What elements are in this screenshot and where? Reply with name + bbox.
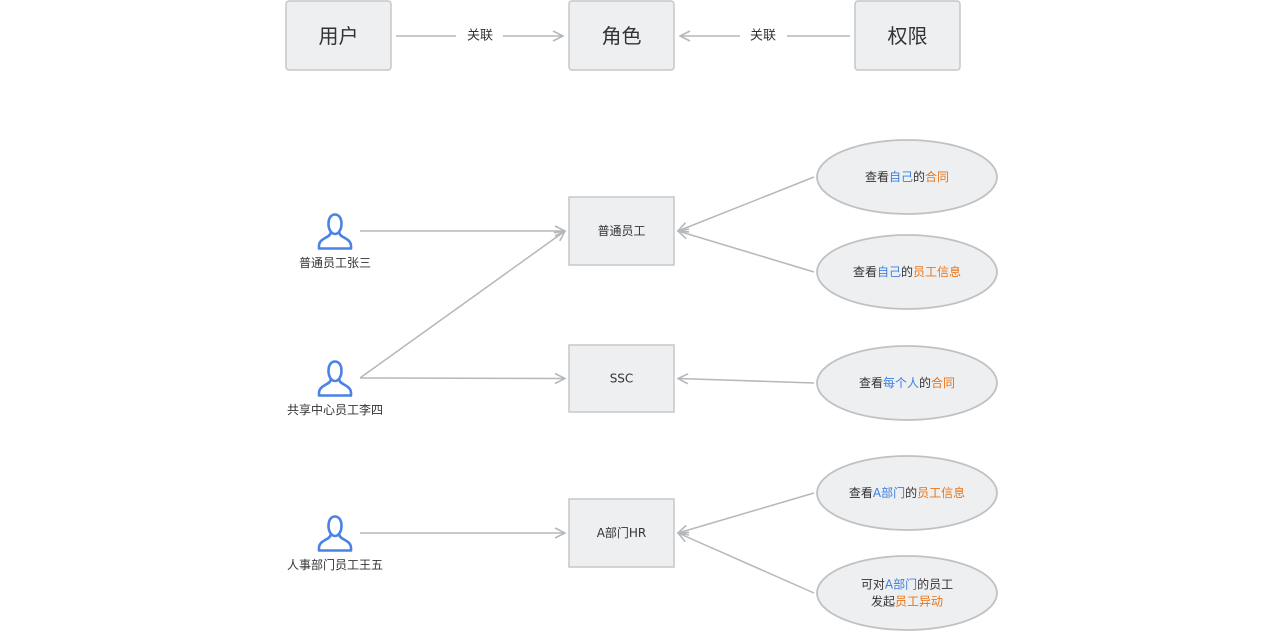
role-box: [568, 344, 675, 413]
permission-label-line: 发起员工异动: [871, 594, 943, 609]
permission-node-p3: 查看每个人的合同: [816, 345, 998, 421]
user-node-lisi: 共享中心员工李四: [287, 360, 383, 417]
permission-ellipse: [816, 139, 998, 215]
permission-label-segment: 的: [919, 375, 931, 390]
user-label: 人事部门员工王五: [287, 557, 383, 572]
permission-ellipse: [816, 234, 998, 310]
legend-role-label: 角色: [602, 24, 642, 48]
link-p2-to-normal: [678, 231, 815, 273]
permission-label-segment: A部门: [873, 485, 905, 500]
permission-node-p4: 查看A部门的员工信息: [816, 455, 998, 531]
roles-layer: 普通员工 SSC A部门HR: [568, 196, 675, 568]
role-label: SSC: [610, 372, 634, 386]
legend-user-node: 用户: [285, 0, 392, 71]
permission-label-segment: 的: [913, 169, 925, 184]
role-node-ssc: SSC: [568, 344, 675, 413]
user-node-wangwu: 人事部门员工王五: [287, 515, 383, 572]
permission-label-segment: 自己: [889, 170, 913, 184]
permission-label-line: 查看每个人的合同: [859, 375, 955, 390]
permission-label-segment: A部门: [885, 577, 917, 592]
legend-user-label: 用户: [319, 24, 359, 48]
permission-label-segment: 员工异动: [895, 595, 943, 609]
legend-permission-node: 权限: [854, 0, 961, 71]
permission-label-segment: 合同: [925, 169, 949, 184]
permission-label-segment: 的: [905, 485, 917, 500]
permission-label-segment: 自己: [877, 265, 901, 279]
link-lisi-to-normal: [359, 231, 565, 379]
permission-label-segment: 每个人: [883, 375, 919, 390]
permission-label-segment: 员工信息: [913, 264, 961, 279]
permission-label-segment: 查看: [865, 170, 889, 184]
role-label: 普通员工: [597, 224, 645, 238]
user-icon: [317, 360, 353, 397]
user-node-zhangsan: 普通员工张三: [299, 213, 371, 270]
link-p3-to-ssc: [678, 379, 815, 384]
link-p5-to-hr: [678, 533, 815, 594]
legend-link-user-role: 关联: [396, 29, 563, 44]
role-node-normal: 普通员工: [568, 196, 675, 266]
legend-role-node: 角色: [568, 0, 675, 71]
permission-node-p2: 查看自己的员工信息: [816, 234, 998, 310]
legend-row: 用户 角色 权限 关联 关联: [285, 0, 961, 71]
user-label: 普通员工张三: [299, 256, 371, 270]
permission-label-segment: 发起: [871, 594, 895, 609]
permission-label-segment: 的: [901, 264, 913, 279]
role-label: A部门HR: [597, 525, 647, 540]
user-label: 共享中心员工李四: [287, 402, 383, 417]
permission-label-segment: 的员工: [917, 577, 953, 592]
permission-ellipse: [816, 455, 998, 531]
permission-ellipse: [816, 555, 998, 631]
legend-link-right-label: 关联: [750, 29, 776, 44]
user-icon: [317, 213, 353, 250]
link-p1-to-normal: [678, 176, 815, 231]
permission-ellipse: [816, 345, 998, 421]
legend-link-left-label: 关联: [467, 29, 493, 44]
permission-label-segment: 查看: [853, 265, 877, 279]
permission-label-line: 可对A部门的员工: [861, 577, 953, 592]
permission-label-line: 查看自己的合同: [865, 169, 949, 184]
permission-label-segment: 查看: [859, 376, 883, 390]
permission-label-segment: 员工信息: [917, 485, 965, 500]
permission-label-segment: 合同: [931, 375, 955, 390]
link-p4-to-hr: [678, 492, 815, 533]
user-icon: [317, 515, 353, 552]
permissions-layer: 查看自己的合同查看自己的员工信息查看每个人的合同查看A部门的员工信息可对A部门的…: [816, 139, 998, 631]
role-box: [568, 196, 675, 266]
links-layer: [359, 176, 815, 594]
link-lisi-to-ssc: [359, 378, 565, 379]
role-box: [568, 498, 675, 568]
permission-label-line: 查看A部门的员工信息: [849, 485, 965, 500]
permission-label-line: 查看自己的员工信息: [853, 264, 961, 279]
legend-link-permission-role: 关联: [680, 29, 850, 44]
permission-label-segment: 查看: [849, 486, 873, 500]
legend-permission-label: 权限: [888, 24, 928, 48]
role-node-hr: A部门HR: [568, 498, 675, 568]
permission-node-p1: 查看自己的合同: [816, 139, 998, 215]
permission-label-segment: 可对: [861, 578, 885, 592]
